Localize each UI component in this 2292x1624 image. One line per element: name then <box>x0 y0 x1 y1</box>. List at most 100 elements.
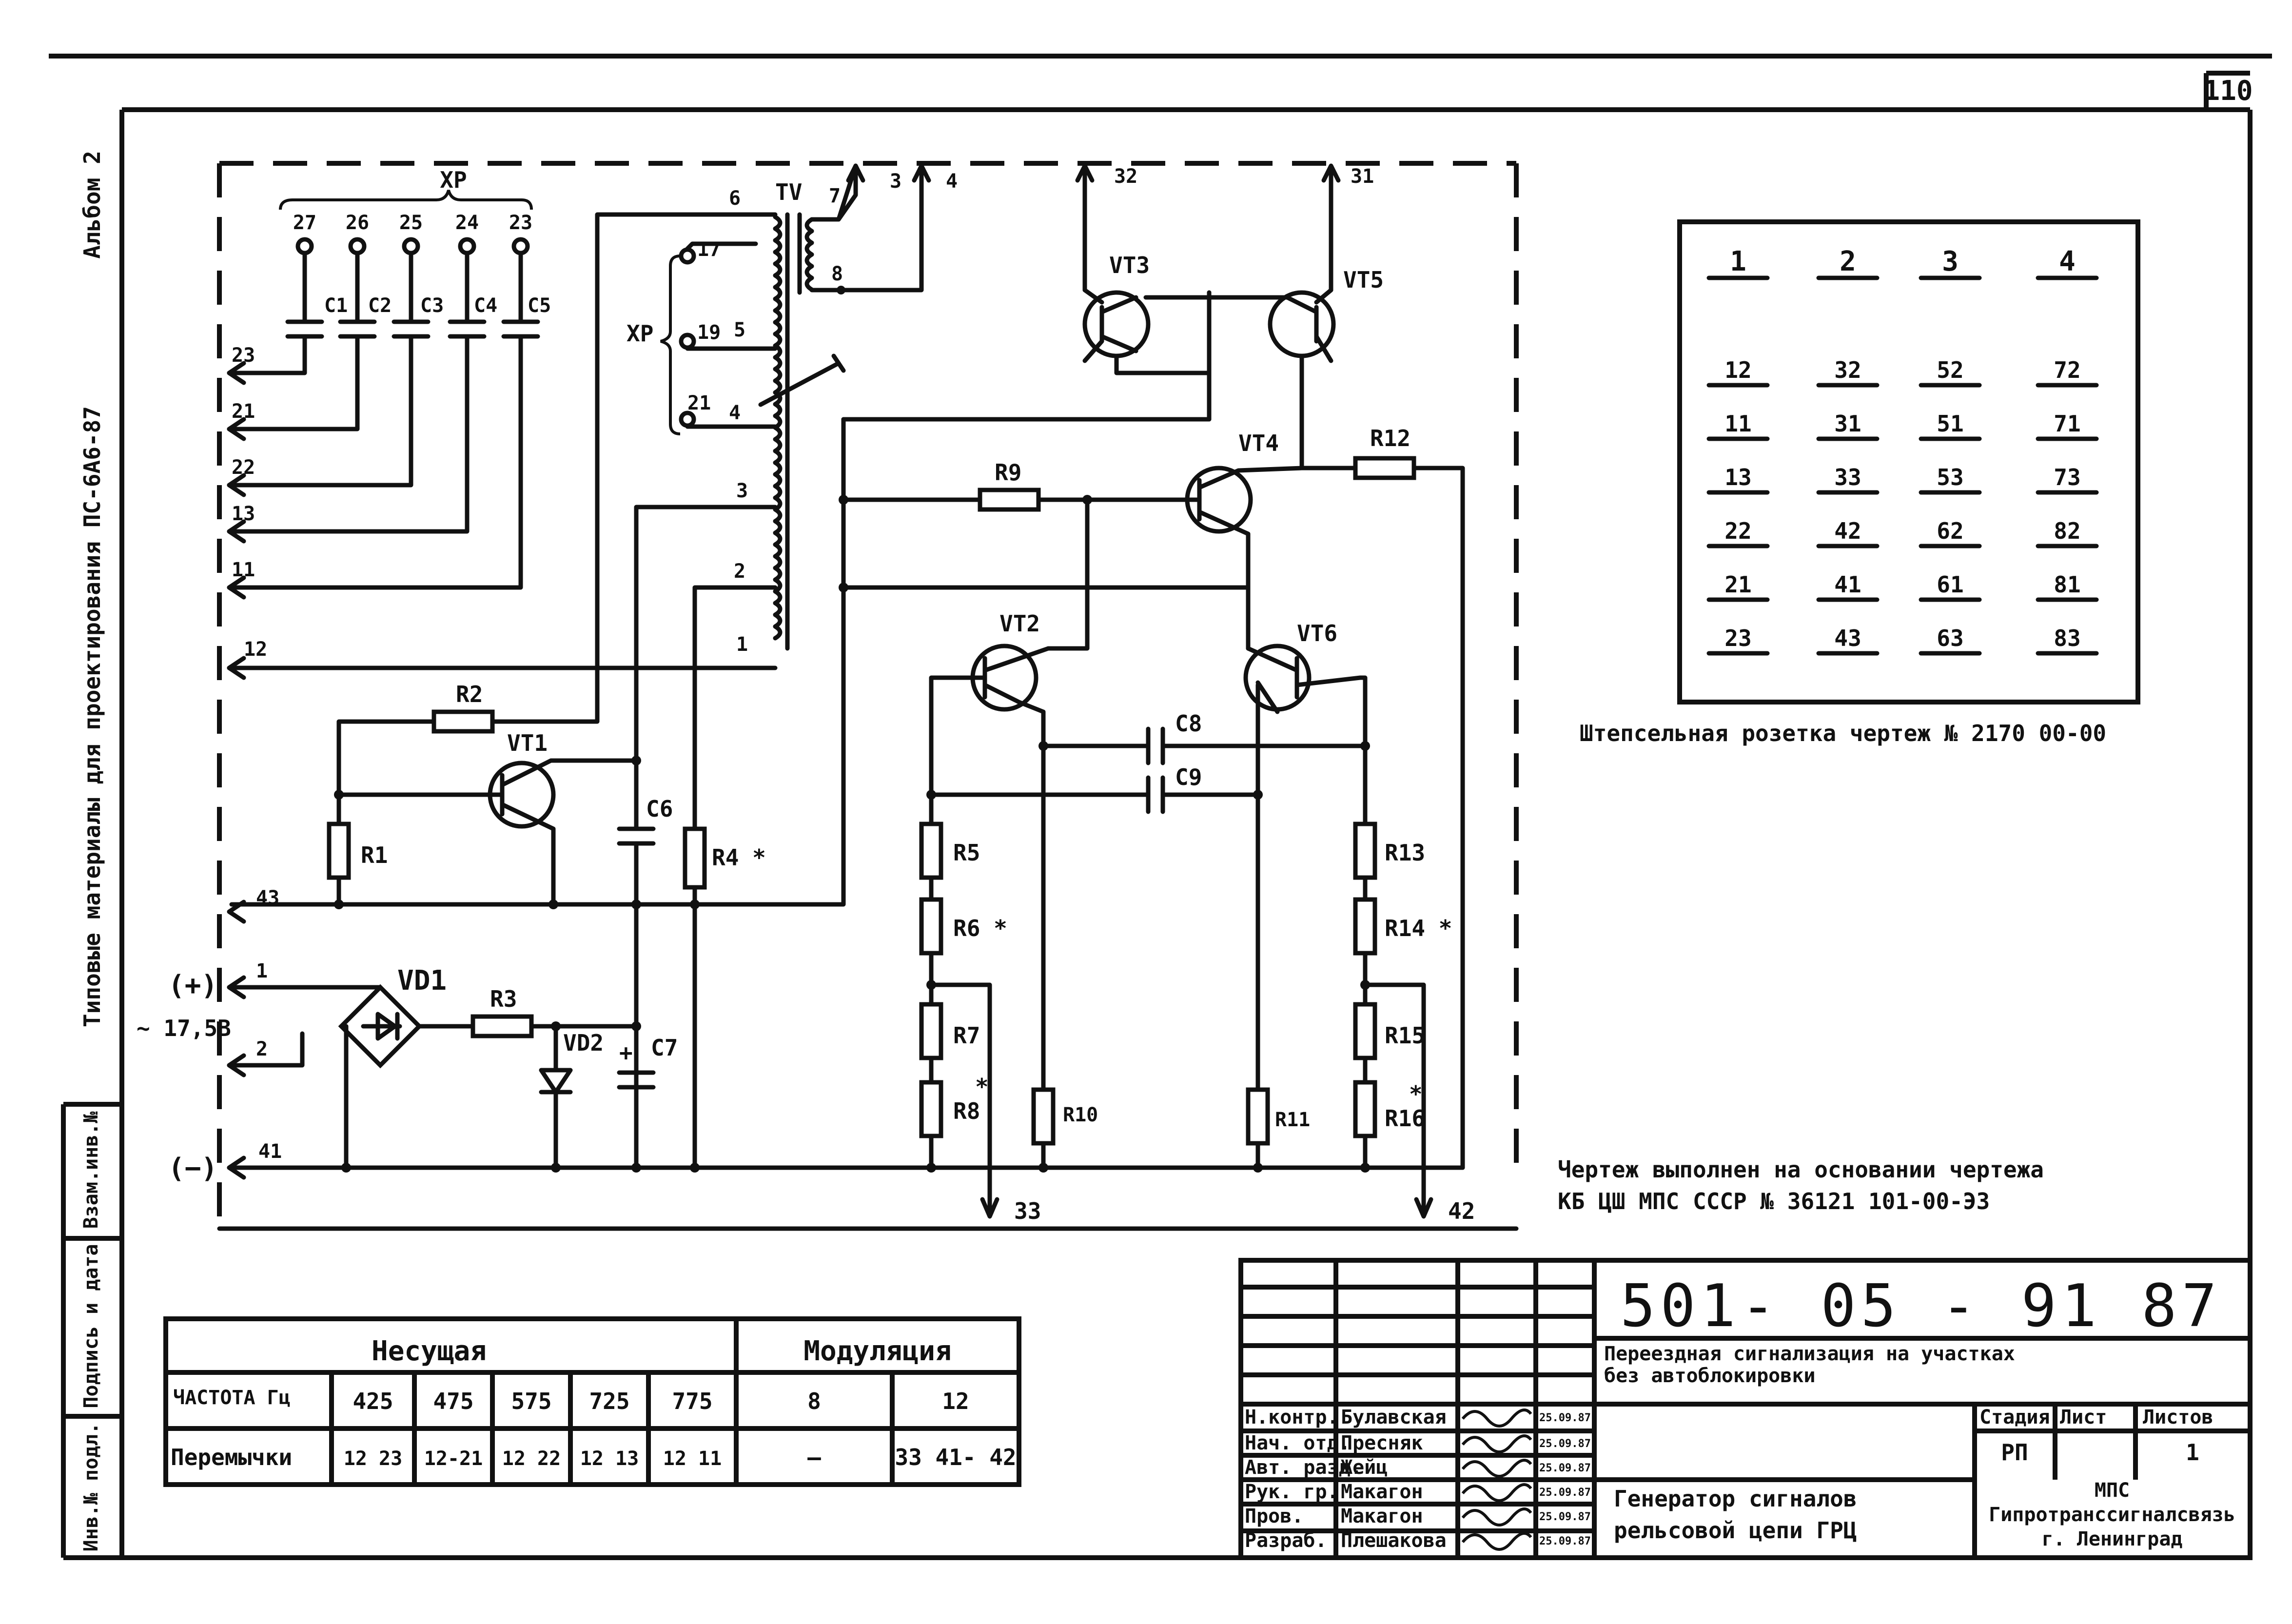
socket-cell: 43 <box>1834 625 1861 651</box>
xp-mid-pin-19: 19 <box>697 321 721 344</box>
output-33: 33 <box>1014 1198 1041 1224</box>
left-terminals: 23 21 22 13 11 12 43 1 2 41 (+) ~ 17,5В … <box>137 344 282 1184</box>
socket-cell: 33 <box>1834 464 1861 490</box>
socket-cell: 51 <box>1937 411 1963 437</box>
tv-tap-7: 7 <box>829 185 841 207</box>
carrier-freq-cell: 575 <box>511 1388 551 1414</box>
tv-tap-1: 1 <box>736 633 748 656</box>
vt3-label: VT3 <box>1109 252 1150 278</box>
signature-scribble <box>1461 1483 1532 1502</box>
socket-cell: 11 <box>1724 411 1751 437</box>
socket-cell: 31 <box>1834 411 1861 437</box>
socket-cell: 41 <box>1834 571 1861 598</box>
r2-label: R2 <box>456 681 483 707</box>
supply-voltage: ~ 17,5В <box>137 1015 231 1041</box>
r1-label: R1 <box>361 842 388 868</box>
xp-pin-24: 24 <box>455 212 479 234</box>
vt2-label: VT2 <box>999 610 1040 637</box>
r7-label: R7 <box>953 1022 980 1049</box>
xp-mid-pin-21: 21 <box>687 392 711 414</box>
vt2-vt6-stage: VT2 VT6 C8 C9 <box>926 610 1370 1170</box>
socket-cell: 73 <box>2054 464 2080 490</box>
r9-label: R9 <box>995 459 1021 486</box>
output-3: 3 <box>890 170 901 193</box>
socket-header-cell: 2 <box>1840 246 1856 277</box>
jumpers-row-label: Перемычки <box>171 1444 292 1470</box>
inv-podl-label: Инв.№ подл. <box>80 1423 102 1552</box>
output-42: 42 <box>1448 1198 1475 1224</box>
tv-tap-8: 8 <box>831 263 843 285</box>
vt5-label: VT5 <box>1343 267 1384 293</box>
subtitle-line-2: без автоблокировки <box>1604 1365 1815 1387</box>
c8-label: C8 <box>1175 710 1202 737</box>
tv-tap-4: 4 <box>729 402 741 424</box>
podpis-data-label: Подпись и дата <box>80 1244 102 1408</box>
terminal-2: 2 <box>256 1038 268 1060</box>
vd2-label: VD2 <box>563 1030 604 1056</box>
r3-label: R3 <box>490 986 517 1012</box>
subtitle-line-1: Переездная сигнализация на участках <box>1604 1343 2015 1365</box>
org-line-3: г. Ленинград <box>2042 1528 2183 1550</box>
vt1-stage: R2 VT1 R1 C6 R4 * <box>227 212 778 1170</box>
socket-cell: 42 <box>1834 518 1861 544</box>
signer-date: 25.09.87 <box>1539 1438 1591 1450</box>
r5-label: R5 <box>953 840 980 866</box>
tv-label: TV <box>775 179 802 205</box>
signature-scribble <box>1461 1507 1532 1526</box>
carrier-freq-cell: 475 <box>433 1388 473 1414</box>
c7-label: C7 <box>651 1035 678 1061</box>
signer-name: Макагон <box>1341 1481 1423 1503</box>
cap-c3-label: C3 <box>420 294 444 317</box>
cap-c1-label: C1 <box>324 294 348 317</box>
vd1-label: VD1 <box>397 965 447 997</box>
drawing-title-line-1: Генератор сигналов <box>1614 1486 1857 1512</box>
frame <box>49 54 2272 1560</box>
drawing-title-line-2: рельсовой цепи ГРЦ <box>1614 1517 1857 1544</box>
r14-label: R14 * <box>1385 915 1452 941</box>
signer-date: 25.09.87 <box>1539 1535 1591 1547</box>
signer-date: 25.09.87 <box>1539 1412 1591 1424</box>
socket-cell: 32 <box>1834 357 1861 383</box>
terminal-11: 11 <box>232 559 255 581</box>
terminal-13: 13 <box>232 503 255 525</box>
board-outline <box>217 161 1519 1229</box>
signer-date: 25.09.87 <box>1539 1462 1591 1474</box>
vt6-label: VT6 <box>1297 620 1337 646</box>
signer-name: Булавская <box>1341 1406 1447 1428</box>
resistor-chains: R5 R6 * R7 R8 * 33 R10 R11 R13 R14 * R15… <box>919 822 1475 1224</box>
carrier-freq-cell: 425 <box>353 1388 393 1414</box>
signer-role: Н.контр. <box>1245 1406 1339 1428</box>
signer-date: 25.09.87 <box>1539 1511 1591 1523</box>
sheets-value: 1 <box>2186 1439 2199 1466</box>
mod-freq-cell: 12 <box>942 1388 969 1414</box>
socket-cell: 53 <box>1937 464 1963 490</box>
socket-cell: 82 <box>2054 518 2080 544</box>
typical-materials-label: Типовые материалы для проектирования ПС-… <box>79 406 105 1027</box>
album-label: Альбом 2 <box>79 151 105 259</box>
signer-name: Пресняк <box>1341 1432 1423 1454</box>
socket-cell: 22 <box>1724 518 1751 544</box>
carrier-jumper-cell: 12-21 <box>424 1448 483 1470</box>
title-block: 501- 05 - 91 87 Переездная сигнализация … <box>1238 1258 2253 1560</box>
socket-header-cell: 1 <box>1730 246 1746 277</box>
doc-number: 501- 05 - 91 87 <box>1620 1272 2222 1340</box>
tv-tap-6: 6 <box>729 187 741 210</box>
mod-jumper-cell: 33 41- 42 <box>895 1444 1016 1470</box>
socket-cell: 63 <box>1937 625 1963 651</box>
r16-label: R16 <box>1385 1105 1425 1132</box>
signer-name: Плешакова <box>1341 1529 1447 1552</box>
frequency-table: Несущая Модуляция ЧАСТОТА Гц Перемычки <box>163 1316 1021 1487</box>
sheets-header: Листов <box>2143 1406 2214 1428</box>
r6-label: R6 * <box>953 915 1007 941</box>
vt1-label: VT1 <box>507 730 548 756</box>
stage-value: РП <box>2001 1439 2028 1466</box>
cap-c2-label: C2 <box>368 294 392 317</box>
carrier-jumper-cell: 12 11 <box>663 1448 722 1470</box>
transformer-tv: TV 6 5 4 3 2 1 7 8 3 4 XP 17 19 21 <box>627 163 958 656</box>
xp-mid-label: XP <box>627 320 653 347</box>
r15-label: R15 <box>1385 1022 1425 1049</box>
socket-cell: 71 <box>2054 411 2080 437</box>
plus-label: (+) <box>168 970 217 1001</box>
r16-star: * <box>1409 1081 1423 1107</box>
